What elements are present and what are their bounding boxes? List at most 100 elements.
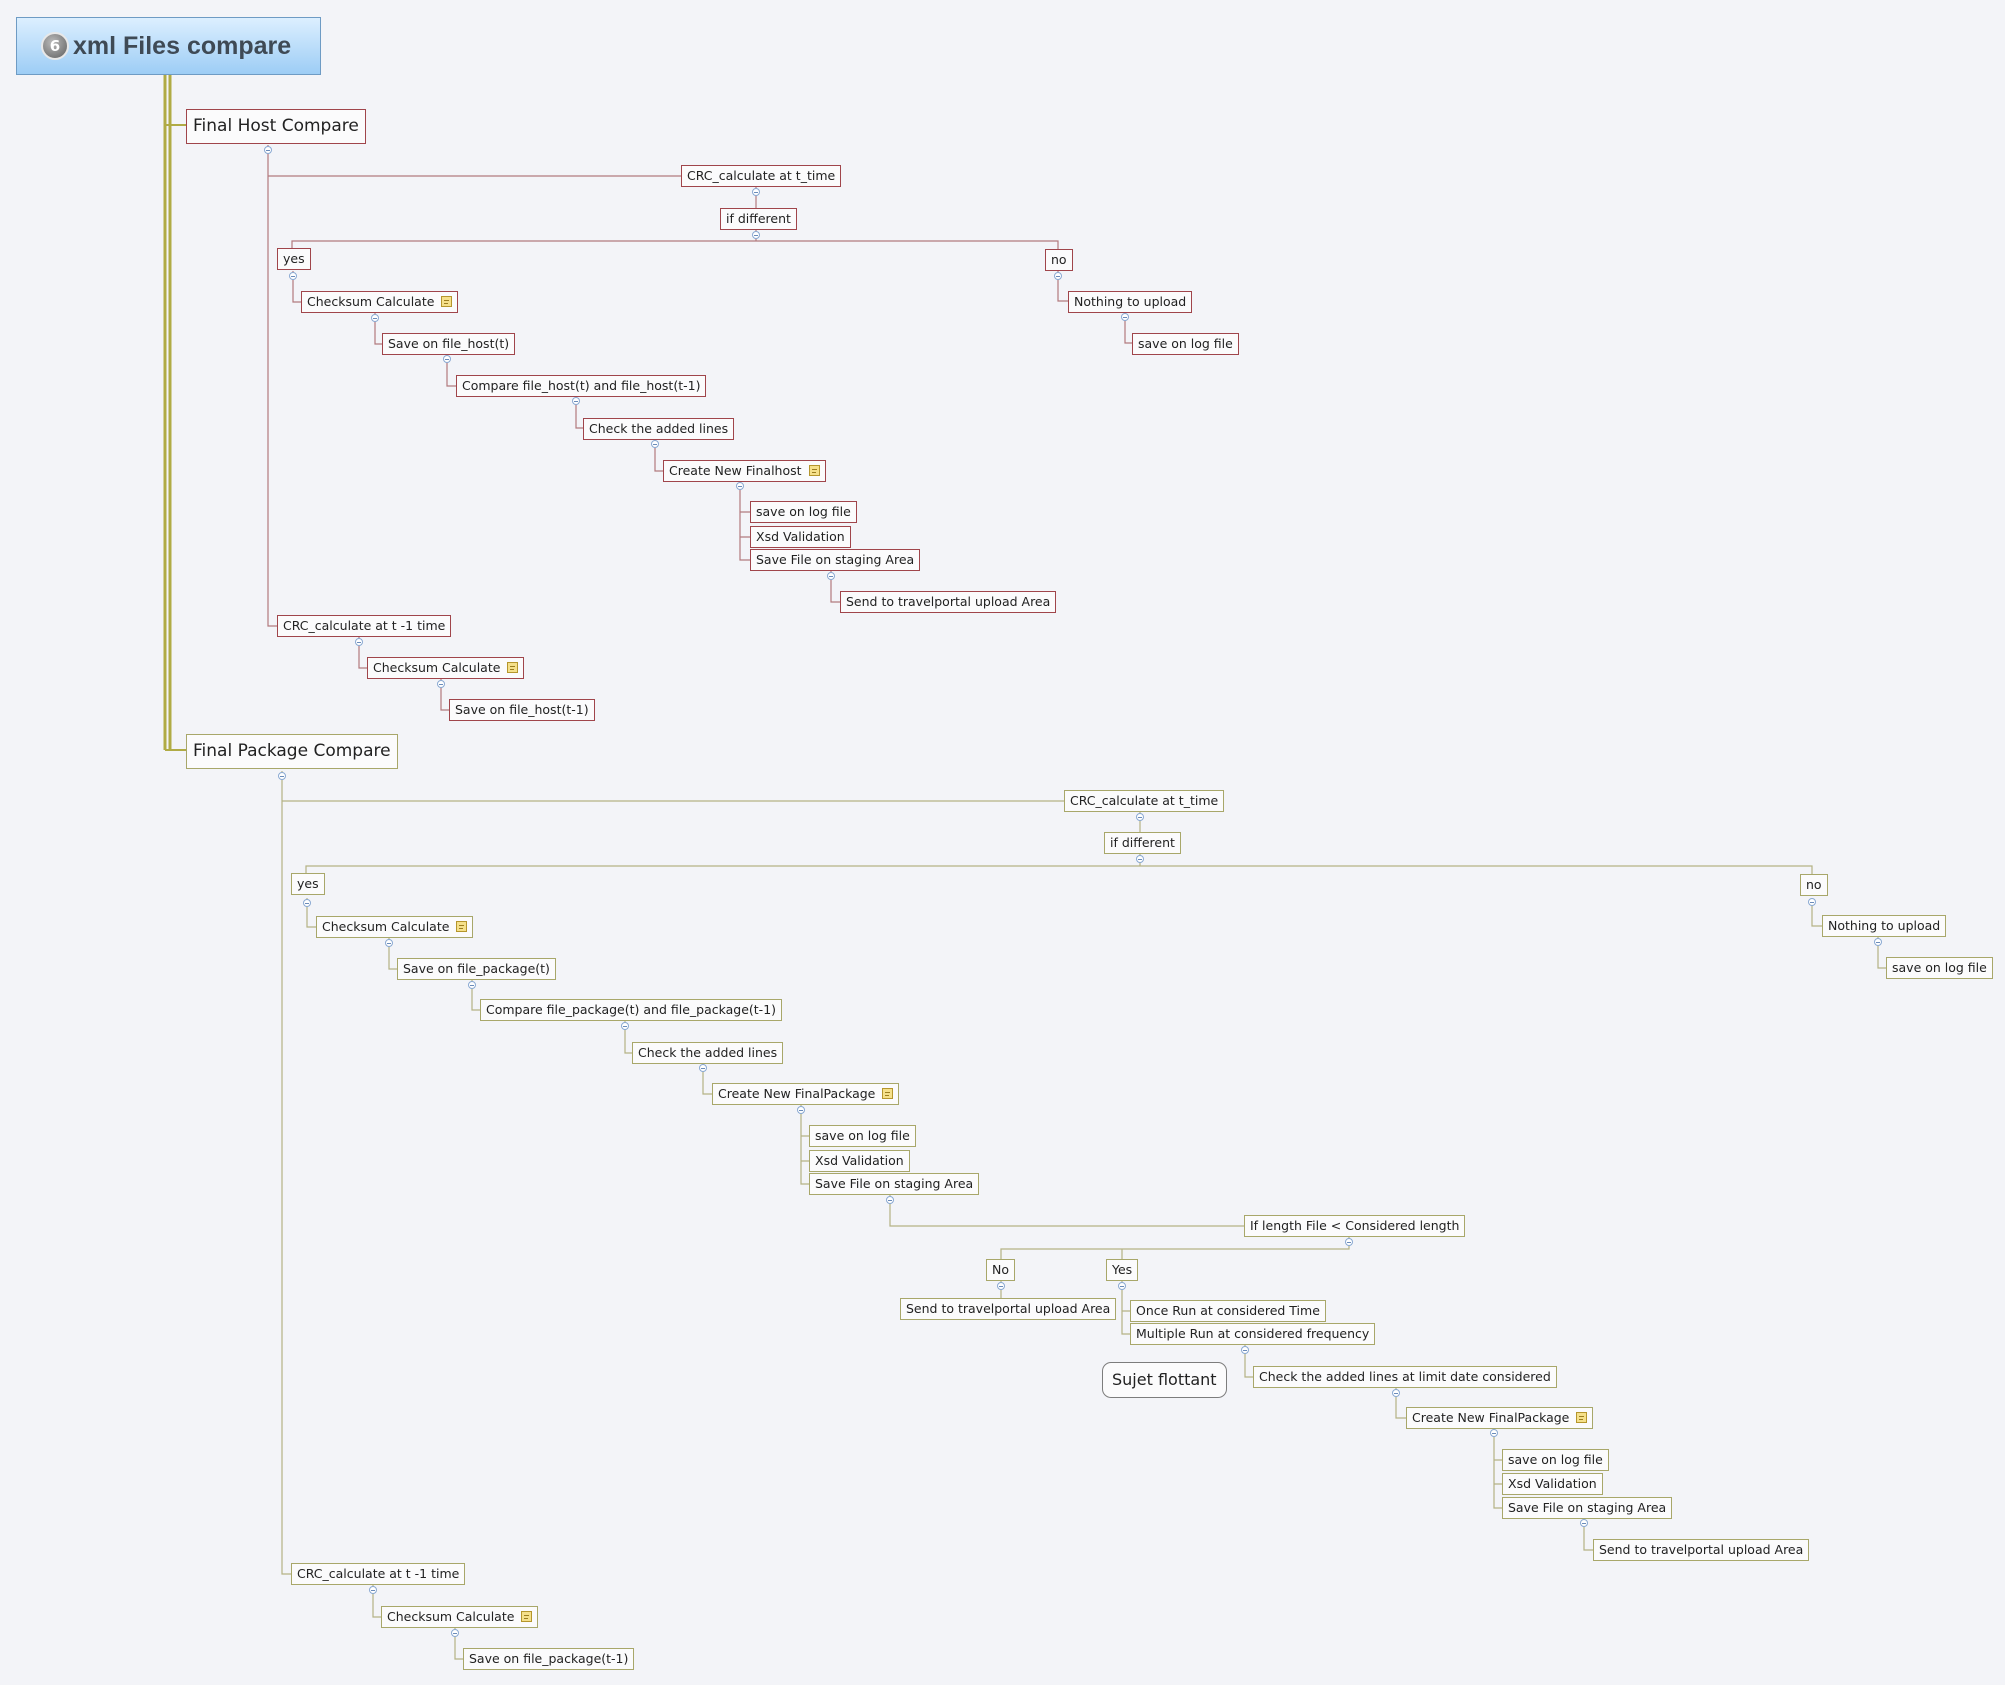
host-save-staging-area[interactable]: Save File on staging Area <box>750 549 921 571</box>
package-nothing-to-upload[interactable]: Nothing to upload <box>1822 915 1947 937</box>
collapse-toggle[interactable] <box>1136 813 1144 821</box>
note-icon[interactable] <box>456 921 468 932</box>
collapse-toggle[interactable] <box>303 899 311 907</box>
package-send-upload-area-no[interactable]: Send to travelportal upload Area <box>900 1298 1117 1320</box>
collapse-toggle[interactable] <box>827 572 835 580</box>
collapse-toggle[interactable] <box>289 272 297 280</box>
node-label: Create New Finalhost <box>669 463 802 478</box>
host-if-different[interactable]: if different <box>720 208 797 230</box>
host-yes[interactable]: yes <box>277 248 311 270</box>
node-label: Checksum Calculate <box>387 1609 515 1624</box>
collapse-toggle[interactable] <box>369 1586 377 1594</box>
note-icon[interactable] <box>507 662 519 673</box>
collapse-toggle[interactable] <box>736 482 744 490</box>
host-no[interactable]: no <box>1045 249 1073 271</box>
collapse-toggle[interactable] <box>752 188 760 196</box>
host-check-added-lines[interactable]: Check the added lines <box>583 418 735 440</box>
host-checksum-calculate-t1[interactable]: Checksum Calculate <box>367 657 525 679</box>
host-send-upload-area[interactable]: Send to travelportal upload Area <box>840 591 1057 613</box>
collapse-toggle[interactable] <box>1808 898 1816 906</box>
package-checksum-calculate-t1[interactable]: Checksum Calculate <box>381 1606 539 1628</box>
package-xsd-validation[interactable]: Xsd Validation <box>809 1150 910 1172</box>
package-save-log-file[interactable]: save on log file <box>809 1125 916 1147</box>
package-check-added-lines[interactable]: Check the added lines <box>632 1042 784 1064</box>
package-yes[interactable]: yes <box>291 873 325 895</box>
collapse-toggle[interactable] <box>651 440 659 448</box>
note-icon[interactable] <box>808 465 820 476</box>
host-save-file-host-t[interactable]: Save on file_host(t) <box>382 333 516 355</box>
package-checksum-calculate[interactable]: Checksum Calculate <box>316 916 474 938</box>
host-save-file-host-t1[interactable]: Save on file_host(t-1) <box>449 699 595 721</box>
package-once-run[interactable]: Once Run at considered Time <box>1130 1300 1326 1322</box>
host-crc-t-minus-1[interactable]: CRC_calculate at t -1 time <box>277 615 452 637</box>
mindmap-logo-icon: 6 <box>41 32 69 60</box>
collapse-toggle[interactable] <box>1121 313 1129 321</box>
package-no-save-log-file[interactable]: save on log file <box>1886 957 1993 979</box>
package-save-file-package-t1[interactable]: Save on file_package(t-1) <box>463 1648 635 1670</box>
collapse-toggle[interactable] <box>1136 855 1144 863</box>
host-compare-files[interactable]: Compare file_host(t) and file_host(t-1) <box>456 375 707 397</box>
host-nothing-to-upload[interactable]: Nothing to upload <box>1068 291 1193 313</box>
collapse-toggle[interactable] <box>572 397 580 405</box>
floating-topic[interactable]: Sujet flottant <box>1102 1362 1227 1398</box>
collapse-toggle[interactable] <box>264 146 272 154</box>
collapse-toggle[interactable] <box>1874 938 1882 946</box>
package-send-upload-area-2[interactable]: Send to travelportal upload Area <box>1593 1539 1810 1561</box>
package-length-yes[interactable]: Yes <box>1106 1259 1139 1281</box>
package-length-no[interactable]: No <box>986 1259 1015 1281</box>
collapse-toggle[interactable] <box>621 1022 629 1030</box>
package-crc-t-minus-1[interactable]: CRC_calculate at t -1 time <box>291 1563 466 1585</box>
collapse-toggle[interactable] <box>1580 1519 1588 1527</box>
collapse-toggle[interactable] <box>752 231 760 239</box>
collapse-toggle[interactable] <box>1241 1346 1249 1354</box>
package-no[interactable]: no <box>1800 874 1828 896</box>
package-save-staging-area[interactable]: Save File on staging Area <box>809 1173 980 1195</box>
package-create-new-finalpackage[interactable]: Create New FinalPackage <box>712 1083 900 1105</box>
package-save-staging-area-2[interactable]: Save File on staging Area <box>1502 1497 1673 1519</box>
collapse-toggle[interactable] <box>997 1282 1005 1290</box>
package-main-topic[interactable]: Final Package Compare <box>186 734 398 769</box>
host-create-new-finalhost[interactable]: Create New Finalhost <box>663 460 826 482</box>
note-icon[interactable] <box>1576 1412 1588 1423</box>
collapse-toggle[interactable] <box>451 1629 459 1637</box>
host-xsd-validation[interactable]: Xsd Validation <box>750 526 851 548</box>
collapse-toggle[interactable] <box>355 638 363 646</box>
node-label: Checksum Calculate <box>373 660 501 675</box>
collapse-toggle[interactable] <box>1345 1238 1353 1246</box>
root-topic[interactable]: 6 xml Files compare <box>16 17 321 75</box>
trunk-line <box>163 75 172 750</box>
collapse-toggle[interactable] <box>886 1196 894 1204</box>
package-create-new-finalpackage-2[interactable]: Create New FinalPackage <box>1406 1407 1594 1429</box>
collapse-toggle[interactable] <box>1118 1282 1126 1290</box>
package-xsd-validation-2[interactable]: Xsd Validation <box>1502 1473 1603 1495</box>
collapse-toggle[interactable] <box>371 314 379 322</box>
node-label: Checksum Calculate <box>322 919 450 934</box>
collapse-toggle[interactable] <box>385 939 393 947</box>
collapse-toggle[interactable] <box>437 680 445 688</box>
collapse-toggle[interactable] <box>443 355 451 363</box>
collapse-toggle[interactable] <box>1054 272 1062 280</box>
package-save-file-package-t[interactable]: Save on file_package(t) <box>397 958 556 980</box>
collapse-toggle[interactable] <box>1490 1429 1498 1437</box>
collapse-toggle[interactable] <box>797 1106 805 1114</box>
collapse-toggle[interactable] <box>278 772 286 780</box>
host-no-save-log-file[interactable]: save on log file <box>1132 333 1239 355</box>
host-checksum-calculate[interactable]: Checksum Calculate <box>301 291 459 313</box>
package-multiple-run[interactable]: Multiple Run at considered frequency <box>1130 1323 1376 1345</box>
package-check-limit-date[interactable]: Check the added lines at limit date cons… <box>1253 1366 1557 1388</box>
host-crc-t-time[interactable]: CRC_calculate at t_time <box>681 165 842 187</box>
package-crc-t-time[interactable]: CRC_calculate at t_time <box>1064 790 1225 812</box>
note-icon[interactable] <box>882 1088 894 1099</box>
note-icon[interactable] <box>441 296 453 307</box>
collapse-toggle[interactable] <box>699 1064 707 1072</box>
host-main-topic[interactable]: Final Host Compare <box>186 109 366 144</box>
note-icon[interactable] <box>521 1611 533 1622</box>
package-if-length-file[interactable]: If length File < Considered length <box>1244 1215 1466 1237</box>
package-if-different[interactable]: if different <box>1104 832 1181 854</box>
package-save-log-file-2[interactable]: save on log file <box>1502 1449 1609 1471</box>
package-compare-files[interactable]: Compare file_package(t) and file_package… <box>480 999 783 1021</box>
collapse-toggle[interactable] <box>1392 1389 1400 1397</box>
collapse-toggle[interactable] <box>468 981 476 989</box>
host-save-log-file[interactable]: save on log file <box>750 501 857 523</box>
